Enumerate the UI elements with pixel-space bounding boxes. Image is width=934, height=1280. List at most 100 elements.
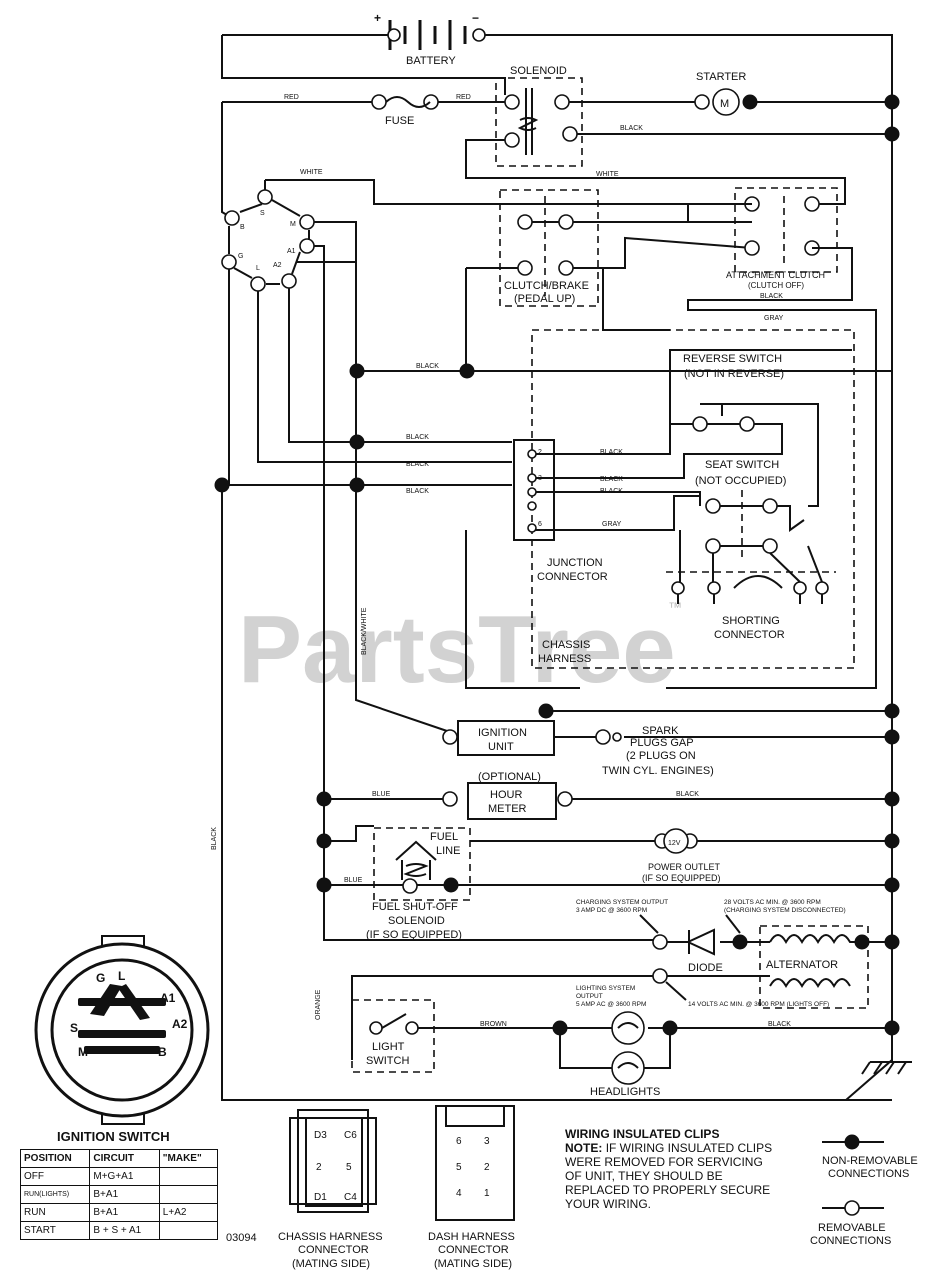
hour-meter: (OPTIONAL) HOUR METER bbox=[442, 771, 573, 820]
ignition-unit-label: IGNITION bbox=[478, 727, 527, 739]
pin-label: 3 bbox=[484, 1136, 490, 1147]
spark-label-4: TWIN CYL. ENGINES) bbox=[602, 765, 714, 777]
ignition-switch-icon: G L A1 S A2 M B IGNITION SWITCH bbox=[34, 935, 210, 1144]
reverse-switch: REVERSE SWITCH (NOT IN REVERSE) bbox=[683, 353, 784, 432]
chassis-label: CHASSIS bbox=[542, 639, 590, 651]
chassis-connector-caption-3: (MATING SIDE) bbox=[292, 1258, 370, 1270]
ignition-switch-table: POSITION CIRCUIT "MAKE" OFF M+G+A1 RUN(L… bbox=[19, 1149, 219, 1240]
attachment-clutch-state: (CLUTCH OFF) bbox=[748, 281, 804, 290]
clutch-brake-label: CLUTCH/BRAKE bbox=[504, 280, 589, 292]
reverse-switch-label: REVERSE SWITCH bbox=[683, 353, 782, 365]
shorting-label-2: CONNECTOR bbox=[714, 629, 785, 641]
alternator: ALTERNATOR bbox=[759, 925, 869, 1009]
clutch-brake-switch: CLUTCH/BRAKE (PEDAL UP) bbox=[499, 189, 599, 307]
spark-label-2: PLUGS GAP bbox=[630, 737, 694, 749]
wire-label: RED bbox=[456, 94, 471, 101]
wire-label: BLACK bbox=[416, 363, 439, 370]
pin-label: 5 bbox=[456, 1162, 462, 1173]
lighting-output-label: LIGHTING SYSTEM bbox=[576, 985, 635, 992]
lighting-output-label-2: OUTPUT bbox=[576, 993, 603, 1000]
legend-removable-2: CONNECTIONS bbox=[810, 1235, 891, 1247]
headlights: HEADLIGHTS bbox=[559, 1011, 671, 1098]
wire-label: GRAY bbox=[764, 315, 784, 322]
table-cell bbox=[158, 1185, 219, 1204]
pin-label: D3 bbox=[314, 1130, 327, 1141]
table-cell: RUN(LIGHTS) bbox=[19, 1185, 91, 1204]
dash-connector-caption-3: (MATING SIDE) bbox=[434, 1258, 512, 1270]
wire-label: BLACK bbox=[620, 125, 643, 132]
chassis-connector-caption-2: CONNECTOR bbox=[298, 1244, 369, 1256]
wire-label: BLACK bbox=[406, 434, 429, 441]
junction-pin-6: 6 bbox=[538, 521, 542, 528]
alternator-label: ALTERNATOR bbox=[766, 959, 838, 971]
chassis-harness-box bbox=[531, 329, 855, 669]
ignition-unit: IGNITION UNIT bbox=[442, 720, 555, 756]
watermark: PartsTree bbox=[238, 596, 676, 703]
battery-plus: + bbox=[374, 11, 381, 25]
chassis-connector-caption: CHASSIS HARNESS bbox=[278, 1231, 383, 1243]
terminal-b-label: B bbox=[240, 224, 245, 231]
shorting-label: SHORTING bbox=[722, 615, 780, 627]
fuel-line-label: FUEL bbox=[430, 831, 458, 843]
wire-label: WHITE bbox=[596, 171, 619, 178]
terminal-g-label: G bbox=[238, 253, 243, 260]
key-terminal-a2: A2 bbox=[172, 1017, 188, 1031]
fuel-shutoff-solenoid: FUEL LINE FUEL SHUT-OFF SOLENOID (IF SO … bbox=[366, 827, 471, 941]
junction-label: JUNCTION bbox=[547, 557, 603, 569]
seat-switch-label: SEAT SWITCH bbox=[705, 459, 779, 471]
volts-28-label-2: (CHARGING SYSTEM DISCONNECTED) bbox=[724, 907, 846, 914]
wire-label: BLACK bbox=[406, 461, 429, 468]
light-switch-label: LIGHT bbox=[372, 1041, 405, 1053]
pin-label: 1 bbox=[484, 1188, 490, 1199]
pin-label: 2 bbox=[484, 1162, 490, 1173]
table-cell: L+A2 bbox=[158, 1203, 219, 1222]
table-cell bbox=[158, 1167, 219, 1186]
diode-label: DIODE bbox=[688, 962, 723, 974]
wire-label: BLACK bbox=[211, 827, 218, 850]
wire-label: ORANGE bbox=[315, 989, 322, 1020]
table-cell: START bbox=[19, 1221, 91, 1240]
junction-connector: 2 3 6 JUNCTION CONNECTOR bbox=[513, 439, 608, 583]
wiring-note: WIRING INSULATED CLIPS NOTE: IF WIRING I… bbox=[565, 1127, 775, 1211]
junction-pin-3: 3 bbox=[538, 475, 542, 482]
fuel-shutoff-label: FUEL SHUT-OFF bbox=[372, 901, 458, 913]
hour-meter-label: HOUR bbox=[490, 789, 522, 801]
ignition-key: WHITE B S M A1 G L A2 bbox=[221, 102, 752, 292]
table-cell: M+G+A1 bbox=[89, 1167, 160, 1186]
pin-label: C4 bbox=[344, 1192, 357, 1203]
table-header-row: POSITION CIRCUIT "MAKE" bbox=[19, 1149, 219, 1168]
fuel-shutoff-label-2: SOLENOID bbox=[388, 915, 445, 927]
table-cell: B+A1 bbox=[89, 1185, 160, 1204]
wire-label: BROWN bbox=[480, 1021, 507, 1028]
table-header: POSITION bbox=[19, 1149, 91, 1168]
dash-connector-caption-2: CONNECTOR bbox=[438, 1244, 509, 1256]
note-title: WIRING INSULATED CLIPS bbox=[565, 1127, 720, 1141]
table-row: OFF M+G+A1 bbox=[19, 1167, 219, 1186]
starter-symbol: M bbox=[720, 98, 729, 110]
pin-label: 2 bbox=[316, 1162, 322, 1173]
key-terminal-m: M bbox=[78, 1045, 88, 1059]
fuse-label: FUSE bbox=[385, 115, 414, 127]
table-row: RUN B+A1 L+A2 bbox=[19, 1203, 219, 1222]
wire-label: GRAY bbox=[602, 521, 622, 528]
terminal-l-label: L bbox=[256, 265, 260, 272]
note-bold: NOTE: bbox=[565, 1141, 603, 1155]
reverse-switch-state: (NOT IN REVERSE) bbox=[684, 368, 784, 380]
legend-non-removable: NON-REMOVABLE bbox=[822, 1155, 918, 1167]
wire-label: BLACK bbox=[406, 488, 429, 495]
note-text: IF WIRING INSULATED CLIPS WERE REMOVED F… bbox=[565, 1141, 773, 1211]
wire-label: BLACK bbox=[676, 791, 699, 798]
table-cell: RUN bbox=[19, 1203, 91, 1222]
seat-switch: SEAT SWITCH (NOT OCCUPIED) bbox=[695, 459, 786, 560]
power-outlet-label-2: (IF SO EQUIPPED) bbox=[642, 873, 721, 883]
wire-label: BLUE bbox=[344, 877, 363, 884]
key-terminal-s: S bbox=[70, 1021, 78, 1035]
power-outlet-label: POWER OUTLET bbox=[648, 862, 721, 872]
wire-label: BLACK bbox=[768, 1021, 791, 1028]
optional-label: (OPTIONAL) bbox=[478, 771, 541, 783]
terminal-a2-label: A2 bbox=[273, 262, 282, 269]
lighting-output-label-3: 5 AMP AC @ 3600 RPM bbox=[576, 1001, 646, 1008]
spark-label: SPARK bbox=[642, 725, 679, 737]
table-cell: B + S + A1 bbox=[89, 1221, 160, 1240]
headlights-label: HEADLIGHTS bbox=[590, 1086, 660, 1098]
